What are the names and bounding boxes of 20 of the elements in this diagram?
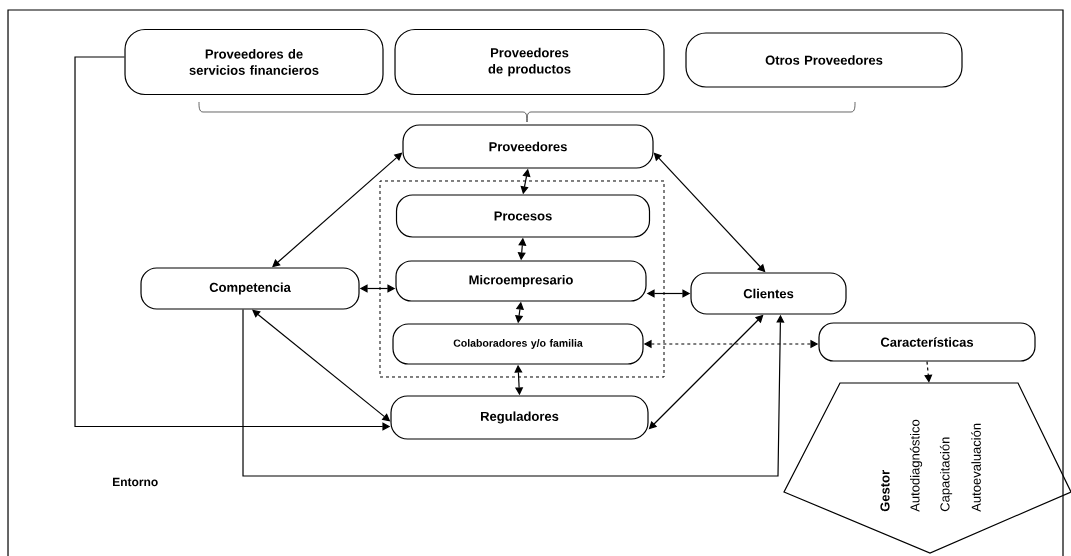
process-box: Colaboradores y/o familia: [392, 323, 644, 365]
process-box: Competencia: [140, 267, 360, 310]
process-box: Proveedores de servicios financieros: [124, 28, 384, 96]
pentagon-text: Gestor: [880, 470, 890, 512]
label: Entorno: [113, 477, 158, 487]
process-box: Proveedores de productos: [394, 28, 665, 96]
process-box: Reguladores: [390, 395, 649, 440]
arrow: [242, 309, 785, 477]
arrow: [648, 314, 764, 430]
arrow: [924, 361, 933, 383]
process-box: Otros Proveedores: [685, 32, 963, 88]
process-box: Proveedores: [402, 124, 654, 169]
process-box: Procesos: [395, 194, 651, 238]
pentagon-text: Autoevaluación: [971, 423, 981, 512]
process-box: Características: [818, 322, 1036, 362]
pentagon-text: Capacitación: [939, 437, 953, 512]
process-box: Microempresario: [395, 260, 647, 302]
dashed-group-box: [379, 180, 665, 378]
process-box: Clientes: [690, 272, 847, 315]
pentagon-text: Autodiagnóstico: [909, 419, 923, 512]
